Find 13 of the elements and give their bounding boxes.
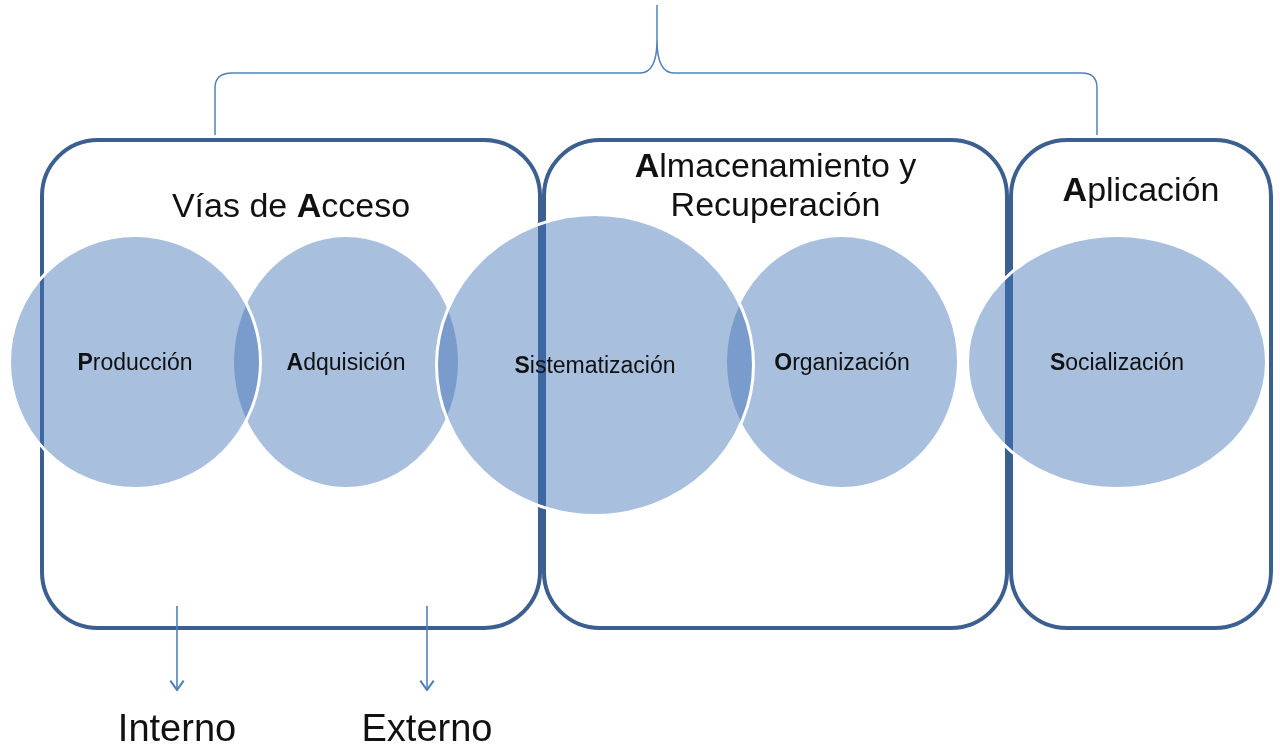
stage-label: Organización — [774, 348, 910, 376]
group-heading: Aplicación — [1062, 170, 1220, 210]
arrow — [419, 605, 435, 692]
stage-label: Sistematización — [514, 351, 676, 379]
output-label: Externo — [361, 707, 493, 749]
stage-label: Producción — [77, 348, 193, 376]
stage-label: Adquisición — [286, 348, 406, 376]
arrow — [169, 605, 185, 692]
rounded-box — [1009, 138, 1273, 630]
output-label: Interno — [117, 707, 237, 749]
group-heading: Vías de Acceso — [171, 186, 411, 226]
stage-label: Socialización — [1049, 348, 1185, 376]
group-heading: Almacenamiento y Recuperación — [633, 146, 918, 225]
